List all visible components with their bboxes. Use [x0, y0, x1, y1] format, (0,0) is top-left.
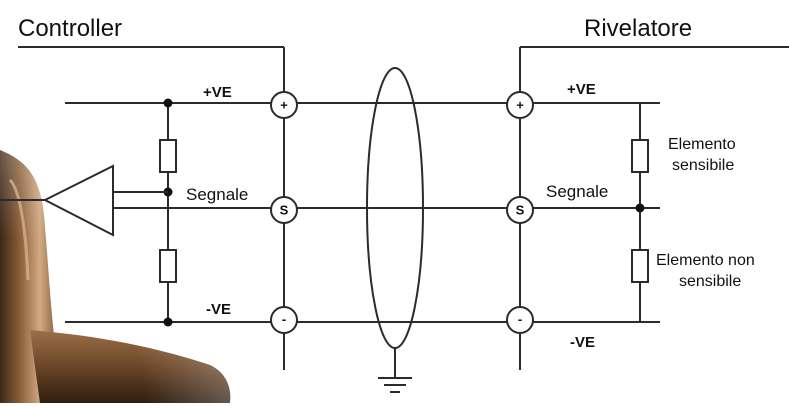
detector-terminal-negative: -: [506, 306, 534, 334]
controller-resistor-bottom: [159, 249, 177, 283]
detector-terminal-signal: S: [506, 196, 534, 224]
terminal-positive-label: +: [516, 97, 524, 112]
sensing-element-label-line1: Elemento: [668, 136, 736, 153]
detector-title: Rivelatore: [584, 15, 692, 42]
controller-signal-label: Segnale: [186, 185, 248, 204]
terminal-signal-label: S: [516, 202, 525, 217]
junction-dot: [635, 203, 645, 213]
controller-terminal-positive: +: [270, 91, 298, 119]
terminal-positive-label: +: [280, 97, 288, 112]
sensing-element-resistor: [631, 139, 649, 173]
detector-negative-label: -VE: [570, 334, 595, 351]
ground-icon: [378, 377, 412, 393]
terminal-negative-label: -: [518, 311, 522, 326]
controller-positive-label: +VE: [203, 84, 232, 101]
controller-terminal-negative: -: [270, 306, 298, 334]
sensing-element-label-line2: sensibile: [672, 157, 734, 174]
junction-dot: [163, 98, 173, 108]
sensor-photo: [0, 130, 240, 403]
nonsensing-element-label-line2: sensibile: [679, 273, 741, 290]
nonsensing-element-resistor: [631, 249, 649, 283]
controller-negative-label: -VE: [206, 301, 231, 318]
controller-resistor-top: [159, 139, 177, 173]
detector-positive-label: +VE: [567, 81, 596, 98]
detector-terminal-positive: +: [506, 91, 534, 119]
controller-title: Controller: [18, 15, 122, 42]
detector-signal-label: Segnale: [546, 182, 608, 201]
junction-dot: [163, 317, 173, 327]
controller-terminal-signal: S: [270, 196, 298, 224]
nonsensing-element-label-line1: Elemento non: [656, 252, 755, 269]
terminal-signal-label: S: [280, 202, 289, 217]
terminal-negative-label: -: [282, 311, 286, 326]
amplifier-icon: [42, 164, 114, 237]
